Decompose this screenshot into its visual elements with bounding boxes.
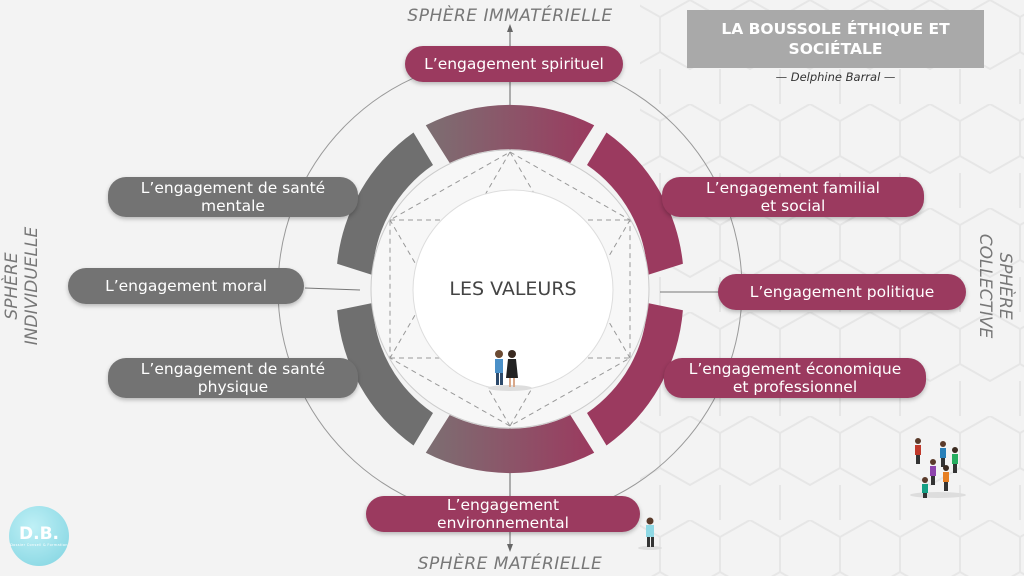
- ring-segments: [337, 104, 683, 474]
- author-credit: — Delphine Barral —: [775, 70, 896, 84]
- segment-bottom: [425, 415, 595, 474]
- pill-economique-line2: et professionnel: [732, 378, 858, 396]
- pill-sante-physique: L’engagement de santé physique: [108, 358, 358, 398]
- pill-sante-mentale-line1: L’engagement de santé: [140, 179, 326, 197]
- pill-sante-mentale: L’engagement de santé mentale: [108, 177, 358, 217]
- pill-sante-physique-line2: physique: [197, 378, 269, 396]
- axis-arrow-top: [507, 24, 513, 32]
- title-text: LA BOUSSOLE ÉTHIQUE ET SOCIÉTALE: [721, 20, 950, 58]
- logo-tagline: Dossier Conseil & Formation: [10, 542, 68, 547]
- pill-environnemental: L’engagement environnemental: [366, 496, 640, 532]
- pill-familial: L’engagement familial et social: [662, 177, 924, 217]
- pill-politique: L’engagement politique: [718, 274, 966, 310]
- pill-politique-text: L’engagement politique: [749, 283, 935, 301]
- pill-spirituel: L’engagement spirituel: [405, 46, 623, 82]
- pill-economique: L’engagement économique et professionnel: [664, 358, 926, 398]
- pill-moral: L’engagement moral: [68, 268, 304, 304]
- pill-economique-line1: L’engagement économique: [688, 360, 902, 378]
- crowd-illustration: [910, 438, 966, 498]
- pill-environnemental-text: L’engagement environnemental: [437, 496, 569, 532]
- sphere-right-line2: COLLECTIVE: [975, 233, 995, 339]
- sphere-top-label: SPHÈRE IMMATÉRIELLE: [407, 6, 613, 26]
- sphere-right-line1: SPHÈRE: [995, 252, 1015, 320]
- axis-arrow-bottom: [507, 544, 513, 552]
- segment-top: [425, 104, 595, 163]
- segment-lower-right: [587, 303, 683, 446]
- db-logo: D.B. Dossier Conseil & Formation: [9, 506, 69, 566]
- pill-sante-mentale-line2: mentale: [201, 197, 265, 215]
- pill-spirituel-text: L’engagement spirituel: [424, 55, 604, 73]
- pill-sante-physique-line1: L’engagement de santé: [140, 360, 326, 378]
- logo-initials: D.B.: [19, 523, 59, 544]
- title-box: LA BOUSSOLE ÉTHIQUE ET SOCIÉTALE: [687, 10, 984, 68]
- sphere-left-line2: INDIVIDUELLE: [22, 226, 42, 346]
- sphere-left-line1: SPHÈRE: [2, 252, 22, 320]
- segment-upper-right: [587, 132, 683, 275]
- sphere-bottom-label: SPHÈRE MATÉRIELLE: [417, 554, 603, 574]
- segment-lower-left: [337, 303, 433, 446]
- couple-illustration: [488, 350, 532, 391]
- person-illustration: [638, 517, 662, 550]
- sphere-right-label: SPHÈRE COLLECTIVE: [975, 216, 1015, 356]
- pill-moral-text: L’engagement moral: [105, 277, 267, 295]
- pill-familial-line2: et social: [760, 197, 826, 215]
- segment-upper-left: [337, 132, 433, 275]
- center-label: LES VALEURS: [449, 278, 577, 300]
- pill-familial-line1: L’engagement familial: [706, 179, 880, 197]
- sphere-left-label: SPHÈRE INDIVIDUELLE: [2, 216, 42, 356]
